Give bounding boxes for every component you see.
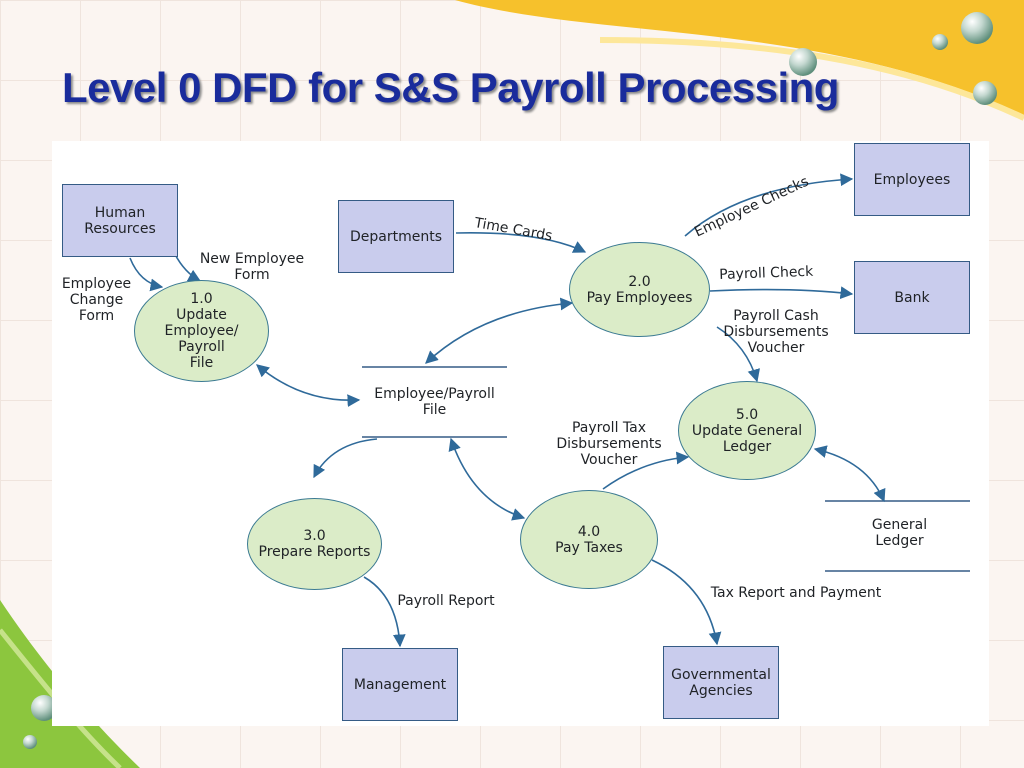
green-swoosh: [0, 600, 140, 768]
entity-departments: Departments: [338, 200, 454, 273]
flow-arrows: [129, 173, 970, 648]
droplet-icon: [789, 48, 817, 76]
flow-label-employee-change-form: Employee Change Form: [61, 276, 132, 324]
file-to-reports-arrow: [313, 438, 378, 479]
droplet-icon: [23, 735, 37, 749]
process-2-pay-employees: 2.0 Pay Employees: [569, 242, 710, 337]
droplet-icon: [973, 81, 997, 105]
entity-human-resources: Human Resources: [62, 184, 178, 257]
yellow-swoosh: [455, 0, 1024, 115]
entity-governmental-agencies: Governmental Agencies: [663, 646, 779, 719]
flow-label-payroll-tax-voucher: Payroll Tax Disbursements Voucher: [556, 420, 662, 468]
flow-label-payroll-report: Payroll Report: [397, 593, 495, 609]
process-1-update-employee-payroll-file: 1.0 Update Employee/ Payroll File: [134, 280, 269, 382]
droplet-icon: [932, 34, 948, 50]
droplet-icon: [31, 695, 57, 721]
store-general-ledger: General Ledger: [871, 517, 928, 549]
store-employee-payroll-file: Employee/Payroll File: [374, 386, 495, 418]
entity-bank: Bank: [854, 261, 970, 334]
process-5-update-general-ledger: 5.0 Update General Ledger: [678, 381, 816, 480]
payroll-cash-voucher-arrow: [716, 326, 760, 383]
p1-file-arrow: [256, 364, 361, 407]
employee-checks-arrow: [684, 173, 854, 237]
flow-label-tax-report-and-payment: Tax Report and Payment: [710, 585, 882, 601]
p2-file-arrow: [425, 297, 574, 364]
flow-label-payroll-cash-voucher: Payroll Cash Disbursements Voucher: [723, 308, 829, 356]
droplet-icon: [961, 12, 993, 44]
gl-update-arrow: [813, 445, 886, 503]
process-4-pay-taxes: 4.0 Pay Taxes: [520, 490, 658, 589]
file-pay-taxes-arrow: [448, 437, 526, 521]
payroll-tax-voucher-arrow: [602, 451, 690, 490]
flow-label-payroll-check: Payroll Check: [719, 263, 814, 283]
payroll-check-arrow: [709, 286, 854, 300]
process-3-prepare-reports: 3.0 Prepare Reports: [247, 498, 382, 590]
payroll-report-arrow: [363, 576, 406, 648]
time-cards-arrow: [455, 232, 587, 253]
entity-management: Management: [342, 648, 458, 721]
tax-report-payment-arrow: [651, 559, 722, 646]
flow-label-new-employee-form: New Employee Form: [199, 251, 305, 283]
employee-change-form-arrow: [129, 257, 164, 292]
dfd-diagram: Human Resources Departments Employees Ba…: [52, 141, 989, 726]
entity-employees: Employees: [854, 143, 970, 216]
slide-title: Level 0 DFD for S&S Payroll Processing: [62, 64, 839, 111]
